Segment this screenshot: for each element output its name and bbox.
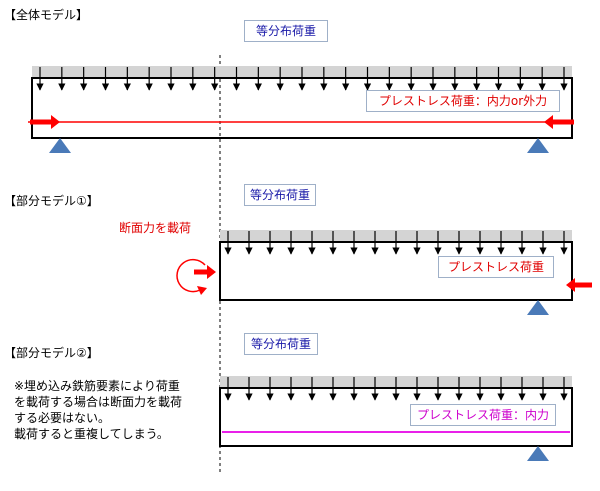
- partial1-support-icon: [527, 300, 549, 315]
- partial2-prestress-label: プレストレス荷重：内力: [410, 404, 556, 426]
- partial1-beam: [219, 241, 573, 301]
- note-line: ※埋め込み鉄筋要素により荷重: [14, 379, 180, 393]
- note-line: する必要はない。: [14, 411, 111, 425]
- full-model-prestress-label: プレストレス荷重：内力or外力: [366, 90, 560, 112]
- partial1-left-arrowhead-icon: [207, 265, 216, 279]
- full-model-beam: [31, 77, 573, 139]
- full-model-left-arrowhead-icon: [51, 115, 60, 129]
- partial2-beam: [219, 387, 573, 447]
- partial2-title: 【部分モデル②】: [4, 346, 99, 360]
- partial1-title: 【部分モデル①】: [4, 194, 99, 208]
- partial2-note: ※埋め込み鉄筋要素により荷重 を載荷する場合は断面力を載荷 する必要はない。 載…: [14, 378, 182, 442]
- note-line: を載荷する場合は断面力を載荷: [14, 395, 183, 409]
- full-model-load-label: 等分布荷重: [244, 20, 328, 42]
- partial1-prestress-label: プレストレス荷重: [438, 256, 554, 278]
- full-model-right-support-icon: [527, 138, 549, 153]
- full-model-title: 【全体モデル】: [4, 8, 89, 22]
- partial1-right-arrowhead-icon: [566, 278, 575, 292]
- section-force-label: 断面力を載荷: [119, 221, 192, 235]
- moment-circle-icon: [176, 258, 206, 293]
- note-line: 載荷すると重複してしまう。: [14, 427, 169, 441]
- moment-arrowhead-icon: [197, 286, 207, 295]
- full-model-right-arrowhead-icon: [544, 115, 553, 129]
- partial2-support-icon: [527, 446, 549, 461]
- partial2-load-label: 等分布荷重: [244, 333, 318, 355]
- partial1-load-label: 等分布荷重: [244, 184, 316, 206]
- full-model-left-support-icon: [49, 138, 71, 153]
